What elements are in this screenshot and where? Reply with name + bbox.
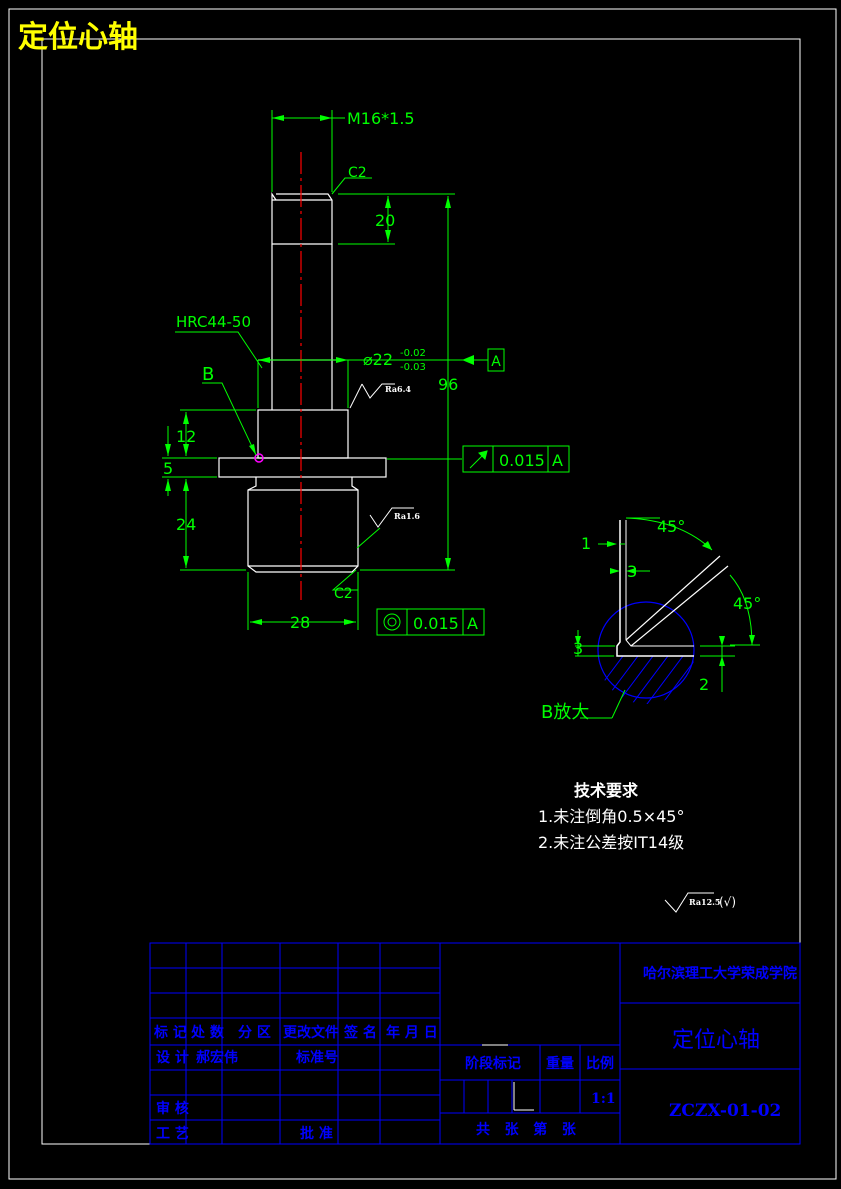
chamfer-bottom-label: C2 xyxy=(334,586,353,602)
drawing-number: ZCZX-01-02 xyxy=(669,1101,781,1121)
dimension-arrows xyxy=(165,115,474,625)
rev-label-sign: 签 名 xyxy=(343,1024,377,1041)
tech-requirement-1: 1.未注倒角0.5×45° xyxy=(538,807,684,826)
general-roughness-suffix: (√) xyxy=(719,895,736,909)
school-name: 哈尔滨理工大学荣成学院 xyxy=(643,965,797,982)
roughness-ra16: Ra1.6 xyxy=(369,507,420,528)
dia-28-label: 28 xyxy=(290,613,310,632)
tech-requirement-2: 2.未注公差按IT14级 xyxy=(538,833,684,852)
detail-b-dim-1: 1 xyxy=(581,534,591,553)
datum-a-label: A xyxy=(491,354,501,370)
stage-label: 阶段标记 xyxy=(465,1055,521,1072)
runout-datum: A xyxy=(552,451,563,470)
designer-name: 郝宏伟 xyxy=(196,1049,238,1066)
length-96-label: 96 xyxy=(438,375,458,394)
chamfer-top-label: C2 xyxy=(348,165,367,181)
rev-label-zone: 分 区 xyxy=(238,1025,271,1041)
dia-22-lower-tol: -0.03 xyxy=(400,362,426,373)
tolerance-frame-runout xyxy=(462,445,570,473)
part-name: 定位心轴 xyxy=(672,1028,760,1053)
runout-value: 0.015 xyxy=(499,451,545,470)
approve-label: 批 准 xyxy=(300,1125,333,1142)
concentricity-datum: A xyxy=(467,614,478,633)
scale-label: 比例 xyxy=(586,1055,614,1072)
title-block-grid xyxy=(149,942,801,1145)
rev-label-mark: 标 记 xyxy=(153,1024,187,1041)
detail-b-view xyxy=(597,520,729,704)
drawing-title: 定位心轴 xyxy=(18,20,138,55)
length-12-label: 12 xyxy=(176,427,196,446)
review-label: 审 核 xyxy=(156,1100,189,1117)
detail-b-angle-right: 45° xyxy=(733,594,761,613)
hardness-label: HRC44-50 xyxy=(176,313,251,331)
rev-label-count: 处 数 xyxy=(190,1024,225,1041)
standard-label: 标准号 xyxy=(295,1049,338,1066)
detail-b-label: B放大 xyxy=(541,702,589,723)
length-24-label: 24 xyxy=(176,515,196,534)
general-roughness: Ra12.5 (√) xyxy=(664,892,736,913)
detail-b-dim-3-top: 3 xyxy=(627,562,637,581)
detail-b-arrows xyxy=(575,541,755,666)
scale-value: 1:1 xyxy=(591,1091,616,1107)
roughness-ra64: Ra6.4 xyxy=(349,383,411,409)
concentricity-value: 0.015 xyxy=(413,614,459,633)
dimension-lines xyxy=(162,110,480,630)
title-block-accents xyxy=(482,1044,534,1111)
dia-22-label: ⌀22 xyxy=(363,350,393,369)
design-label: 设 计 xyxy=(156,1049,189,1066)
detail-b-angle-top: 45° xyxy=(657,517,685,536)
weight-label: 重量 xyxy=(546,1055,574,1072)
section-b-label: B xyxy=(202,364,214,385)
roughness-ra64-label: Ra6.4 xyxy=(385,384,411,394)
rev-label-date: 年 月 日 xyxy=(386,1024,438,1041)
length-5-label: 5 xyxy=(163,459,173,478)
dia-22-upper-tol: -0.02 xyxy=(400,348,426,359)
tech-requirements-heading: 技术要求 xyxy=(574,781,639,800)
tolerance-frame-concentricity xyxy=(376,608,485,636)
detail-b-marker xyxy=(254,453,264,463)
thread-dimension: M16*1.5 xyxy=(347,109,415,128)
detail-b-dim-3-left: 3 xyxy=(573,639,583,658)
length-20-label: 20 xyxy=(375,211,395,230)
datum-a-box xyxy=(487,348,505,372)
shaft-outline xyxy=(218,192,387,573)
roughness-ra16-label: Ra1.6 xyxy=(394,511,420,521)
process-label: 工 艺 xyxy=(156,1125,189,1142)
general-roughness-label: Ra12.5 xyxy=(689,897,721,907)
sheets-label: 共 张 第 张 xyxy=(476,1121,577,1138)
rev-label-file: 更改文件 xyxy=(283,1024,339,1041)
detail-b-dim-2: 2 xyxy=(699,675,709,694)
